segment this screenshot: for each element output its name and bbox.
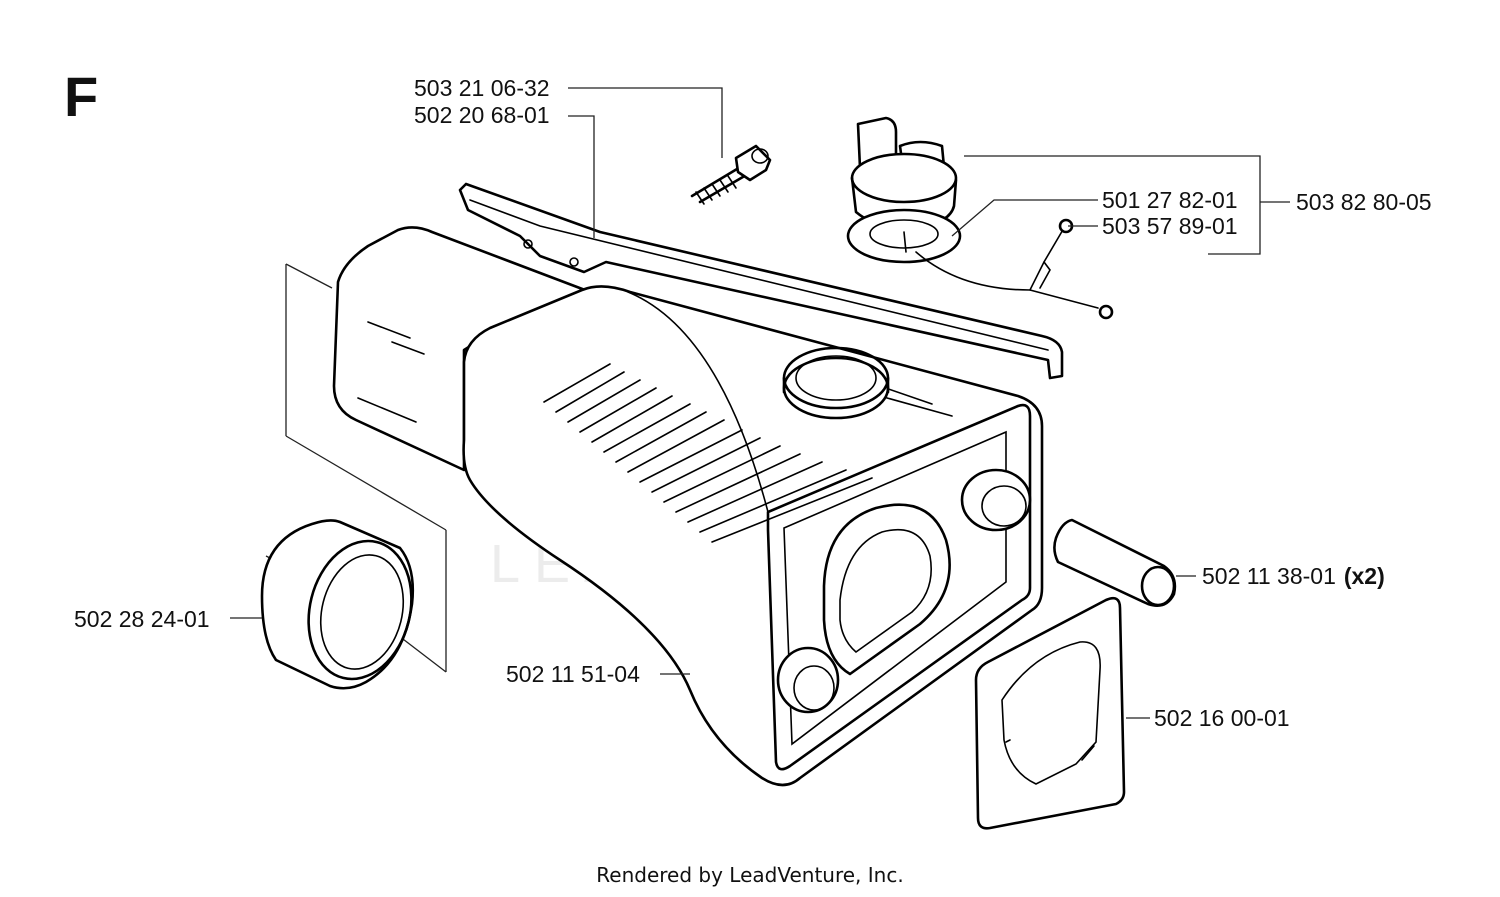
- callout-part-number: 502 20 68-01: [414, 102, 550, 128]
- callout-part-number: 503 82 80-05: [1296, 189, 1432, 215]
- callout-part-number: 503 21 06-32: [414, 75, 550, 101]
- mount-boss-upper: [960, 468, 1032, 532]
- callout-label-group: 502 11 38-01 (x2): [1202, 563, 1385, 589]
- bracket-bar-part: [458, 182, 1064, 380]
- callout-part-number: 502 16 00-01: [1154, 705, 1290, 731]
- footer-credit: Rendered by LeadVenture, Inc.: [596, 863, 903, 887]
- air-filter-part: [332, 226, 587, 472]
- filler-neck: [782, 346, 890, 420]
- callout-part-number: 501 27 82-01: [1102, 187, 1238, 213]
- gasket-part: [974, 596, 1126, 830]
- callout-part-number: 502 11 51-04: [506, 661, 640, 687]
- leader-lines: [230, 87, 1290, 719]
- tether-part: [915, 218, 1114, 320]
- screw-part: [690, 144, 772, 205]
- mount-boss-lower: [776, 646, 840, 714]
- callout-quantity: (x2): [1344, 563, 1385, 589]
- ring-part: [260, 519, 415, 690]
- sleeve-part: [1053, 518, 1177, 607]
- fuel-cap-part: [846, 116, 962, 264]
- callout-part-number: 502 11 38-01: [1202, 563, 1336, 589]
- callout-part-number: 503 57 89-01: [1102, 213, 1238, 239]
- cylinder-housing-part: [462, 285, 1044, 787]
- callout-part-number: 502 28 24-01: [74, 606, 210, 632]
- section-letter: F: [64, 65, 98, 128]
